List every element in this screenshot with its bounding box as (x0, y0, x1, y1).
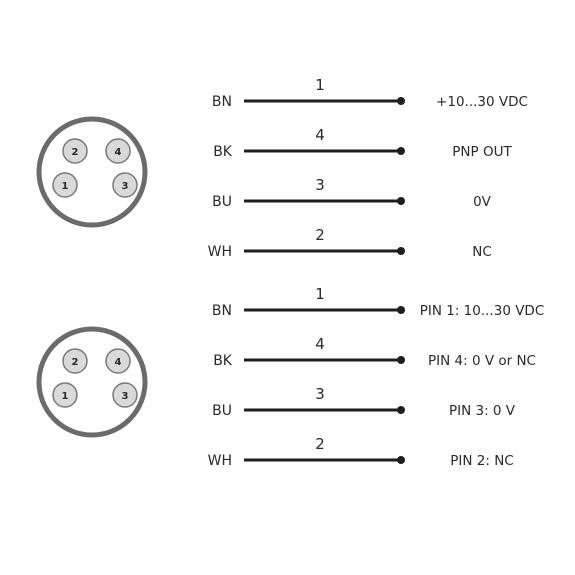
pin-number: 1 (315, 285, 325, 303)
connector-pin-label: 2 (72, 147, 79, 158)
connector-pin-label: 1 (62, 181, 69, 192)
signal-label: PIN 4: 0 V or NC (428, 353, 536, 369)
signal-label: PIN 3: 0 V (449, 403, 516, 419)
wire-terminal (397, 147, 405, 155)
wire-color-label: BU (212, 403, 232, 419)
pin-number: 3 (315, 176, 325, 194)
wire-color-label: WH (208, 244, 232, 260)
wire-terminal (397, 97, 405, 105)
signal-label: +10...30 VDC (436, 94, 528, 110)
connector-pin (52, 172, 78, 198)
pin-number: 4 (315, 126, 325, 144)
connector-pin-label: 2 (72, 357, 79, 368)
connector-pin-label: 4 (115, 147, 122, 158)
signal-label: PIN 2: NC (450, 453, 513, 469)
wire-color-label: BK (213, 144, 233, 160)
wire-color-label: WH (208, 453, 232, 469)
connector-ring (36, 326, 148, 438)
pin-number: 4 (315, 335, 325, 353)
connector-pin (52, 382, 78, 408)
connector-pin-label: 4 (115, 357, 122, 368)
wire-color-label: BN (212, 94, 232, 110)
connector-pin-label: 3 (122, 391, 129, 402)
signal-label: 0V (473, 194, 492, 210)
wire-color-label: BK (213, 353, 233, 369)
connector-ring (36, 116, 148, 228)
wire-terminal (397, 306, 405, 314)
wire-color-label: BN (212, 303, 232, 319)
connector-pin (105, 138, 131, 164)
signal-label: PIN 1: 10...30 VDC (420, 303, 545, 319)
pin-number: 3 (315, 385, 325, 403)
connector-pin-label: 3 (122, 181, 129, 192)
connector-pin (62, 348, 88, 374)
connector-pin (62, 138, 88, 164)
wire-terminal (397, 356, 405, 364)
connector-pin (105, 348, 131, 374)
pin-number: 2 (315, 226, 325, 244)
signal-label: NC (472, 244, 492, 260)
wire-terminal (397, 406, 405, 414)
wire-color-label: BU (212, 194, 232, 210)
wire-terminal (397, 456, 405, 464)
connector-pin (112, 172, 138, 198)
pin-number: 1 (315, 76, 325, 94)
wire-terminal (397, 247, 405, 255)
signal-label: PNP OUT (452, 144, 512, 160)
connector-pin-label: 1 (62, 391, 69, 402)
connector-pin (112, 382, 138, 408)
pin-number: 2 (315, 435, 325, 453)
wire-terminal (397, 197, 405, 205)
